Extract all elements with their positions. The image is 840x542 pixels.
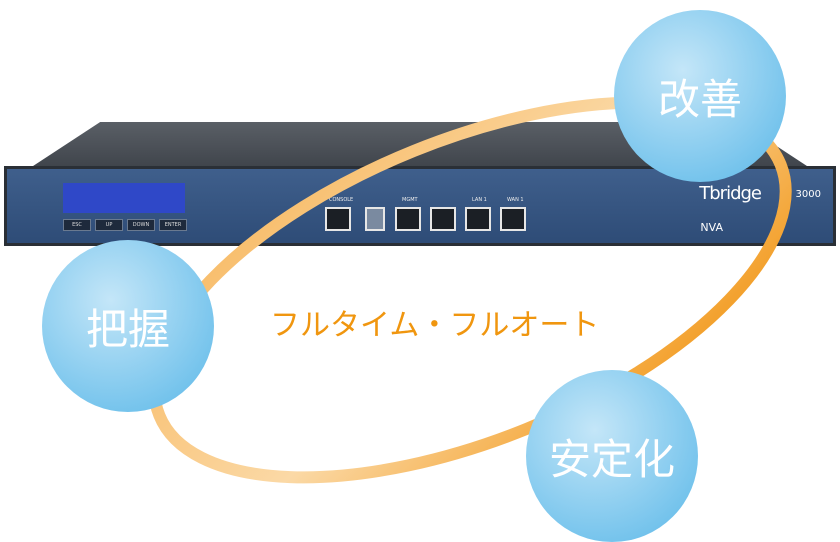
- enter-key: ENTER: [159, 219, 187, 231]
- model-number: 3000: [795, 189, 821, 200]
- down-key: DOWN: [127, 219, 155, 231]
- circle-improve: 改善: [614, 10, 786, 182]
- wan1-label: WAN 1: [507, 197, 524, 203]
- circle-stabilize: 安定化: [526, 370, 698, 542]
- lan-port: [500, 207, 526, 231]
- mgmt-label: MGMT: [402, 197, 418, 203]
- lan-port: [430, 207, 456, 231]
- grasp-label: 把握: [85, 304, 170, 354]
- lan-port: [465, 207, 491, 231]
- brand-logo: Tbridge: [699, 183, 762, 204]
- ring-ellipse: [148, 96, 792, 484]
- circle-grasp: 把握: [42, 240, 214, 412]
- up-key: UP: [95, 219, 123, 231]
- caption: フルタイム・フルオート: [270, 308, 600, 343]
- lcd-display: [63, 183, 185, 213]
- improve-label: 改善: [657, 74, 742, 124]
- lan-port: [395, 207, 421, 231]
- lan1-label: LAN 1: [472, 197, 487, 203]
- esc-key: ESC: [63, 219, 91, 231]
- maker-logo: NVA: [700, 221, 723, 234]
- console-label: CONSOLE: [329, 197, 354, 203]
- usb-port: [365, 207, 385, 231]
- stabilize-label: 安定化: [548, 434, 675, 484]
- console-port: [325, 207, 351, 231]
